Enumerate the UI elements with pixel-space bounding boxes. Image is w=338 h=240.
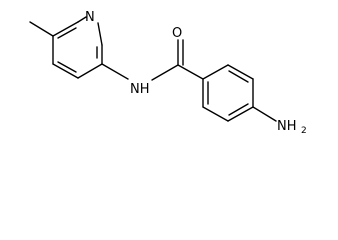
bond-b1-b2 [202,64,229,80]
atom-label-amide-o: O [172,26,182,41]
bond-b5-b6 [202,106,229,122]
molecule-diagram: N O NH NH 2 [29,10,307,136]
bond-n1-c6 [77,16,87,23]
bond-methyl [29,21,54,37]
bond-carbonyl-ring [177,64,204,80]
bond-c6-c5 [52,21,79,37]
bond-c2-n1 [97,22,103,46]
bond-ring-nh2 [252,106,277,122]
structure-canvas: N O NH NH 2 [29,10,307,136]
bond-b4-b5 [227,106,254,122]
pyridine-ring-proper [52,16,103,79]
atom-label-pyridine-n: N [85,10,95,25]
bond-b4-b5-double [228,103,249,116]
bond-c4-c3 [52,63,79,79]
atom-label-amine-subscript: 2 [301,126,307,136]
bond-c6-c5-double [57,27,77,39]
bond-nh-carbonyl [151,64,179,81]
benzene-ring [202,64,254,122]
bond-b2-b3 [227,64,254,80]
atom-label-amine: NH [277,119,297,134]
bond-c3-c2 [77,63,103,79]
bond-pyr-nh [101,63,129,80]
bond-c4-c3-double [57,61,77,73]
atom-label-amide-nh: NH [130,82,150,97]
bond-b2-b3-double [228,70,249,83]
